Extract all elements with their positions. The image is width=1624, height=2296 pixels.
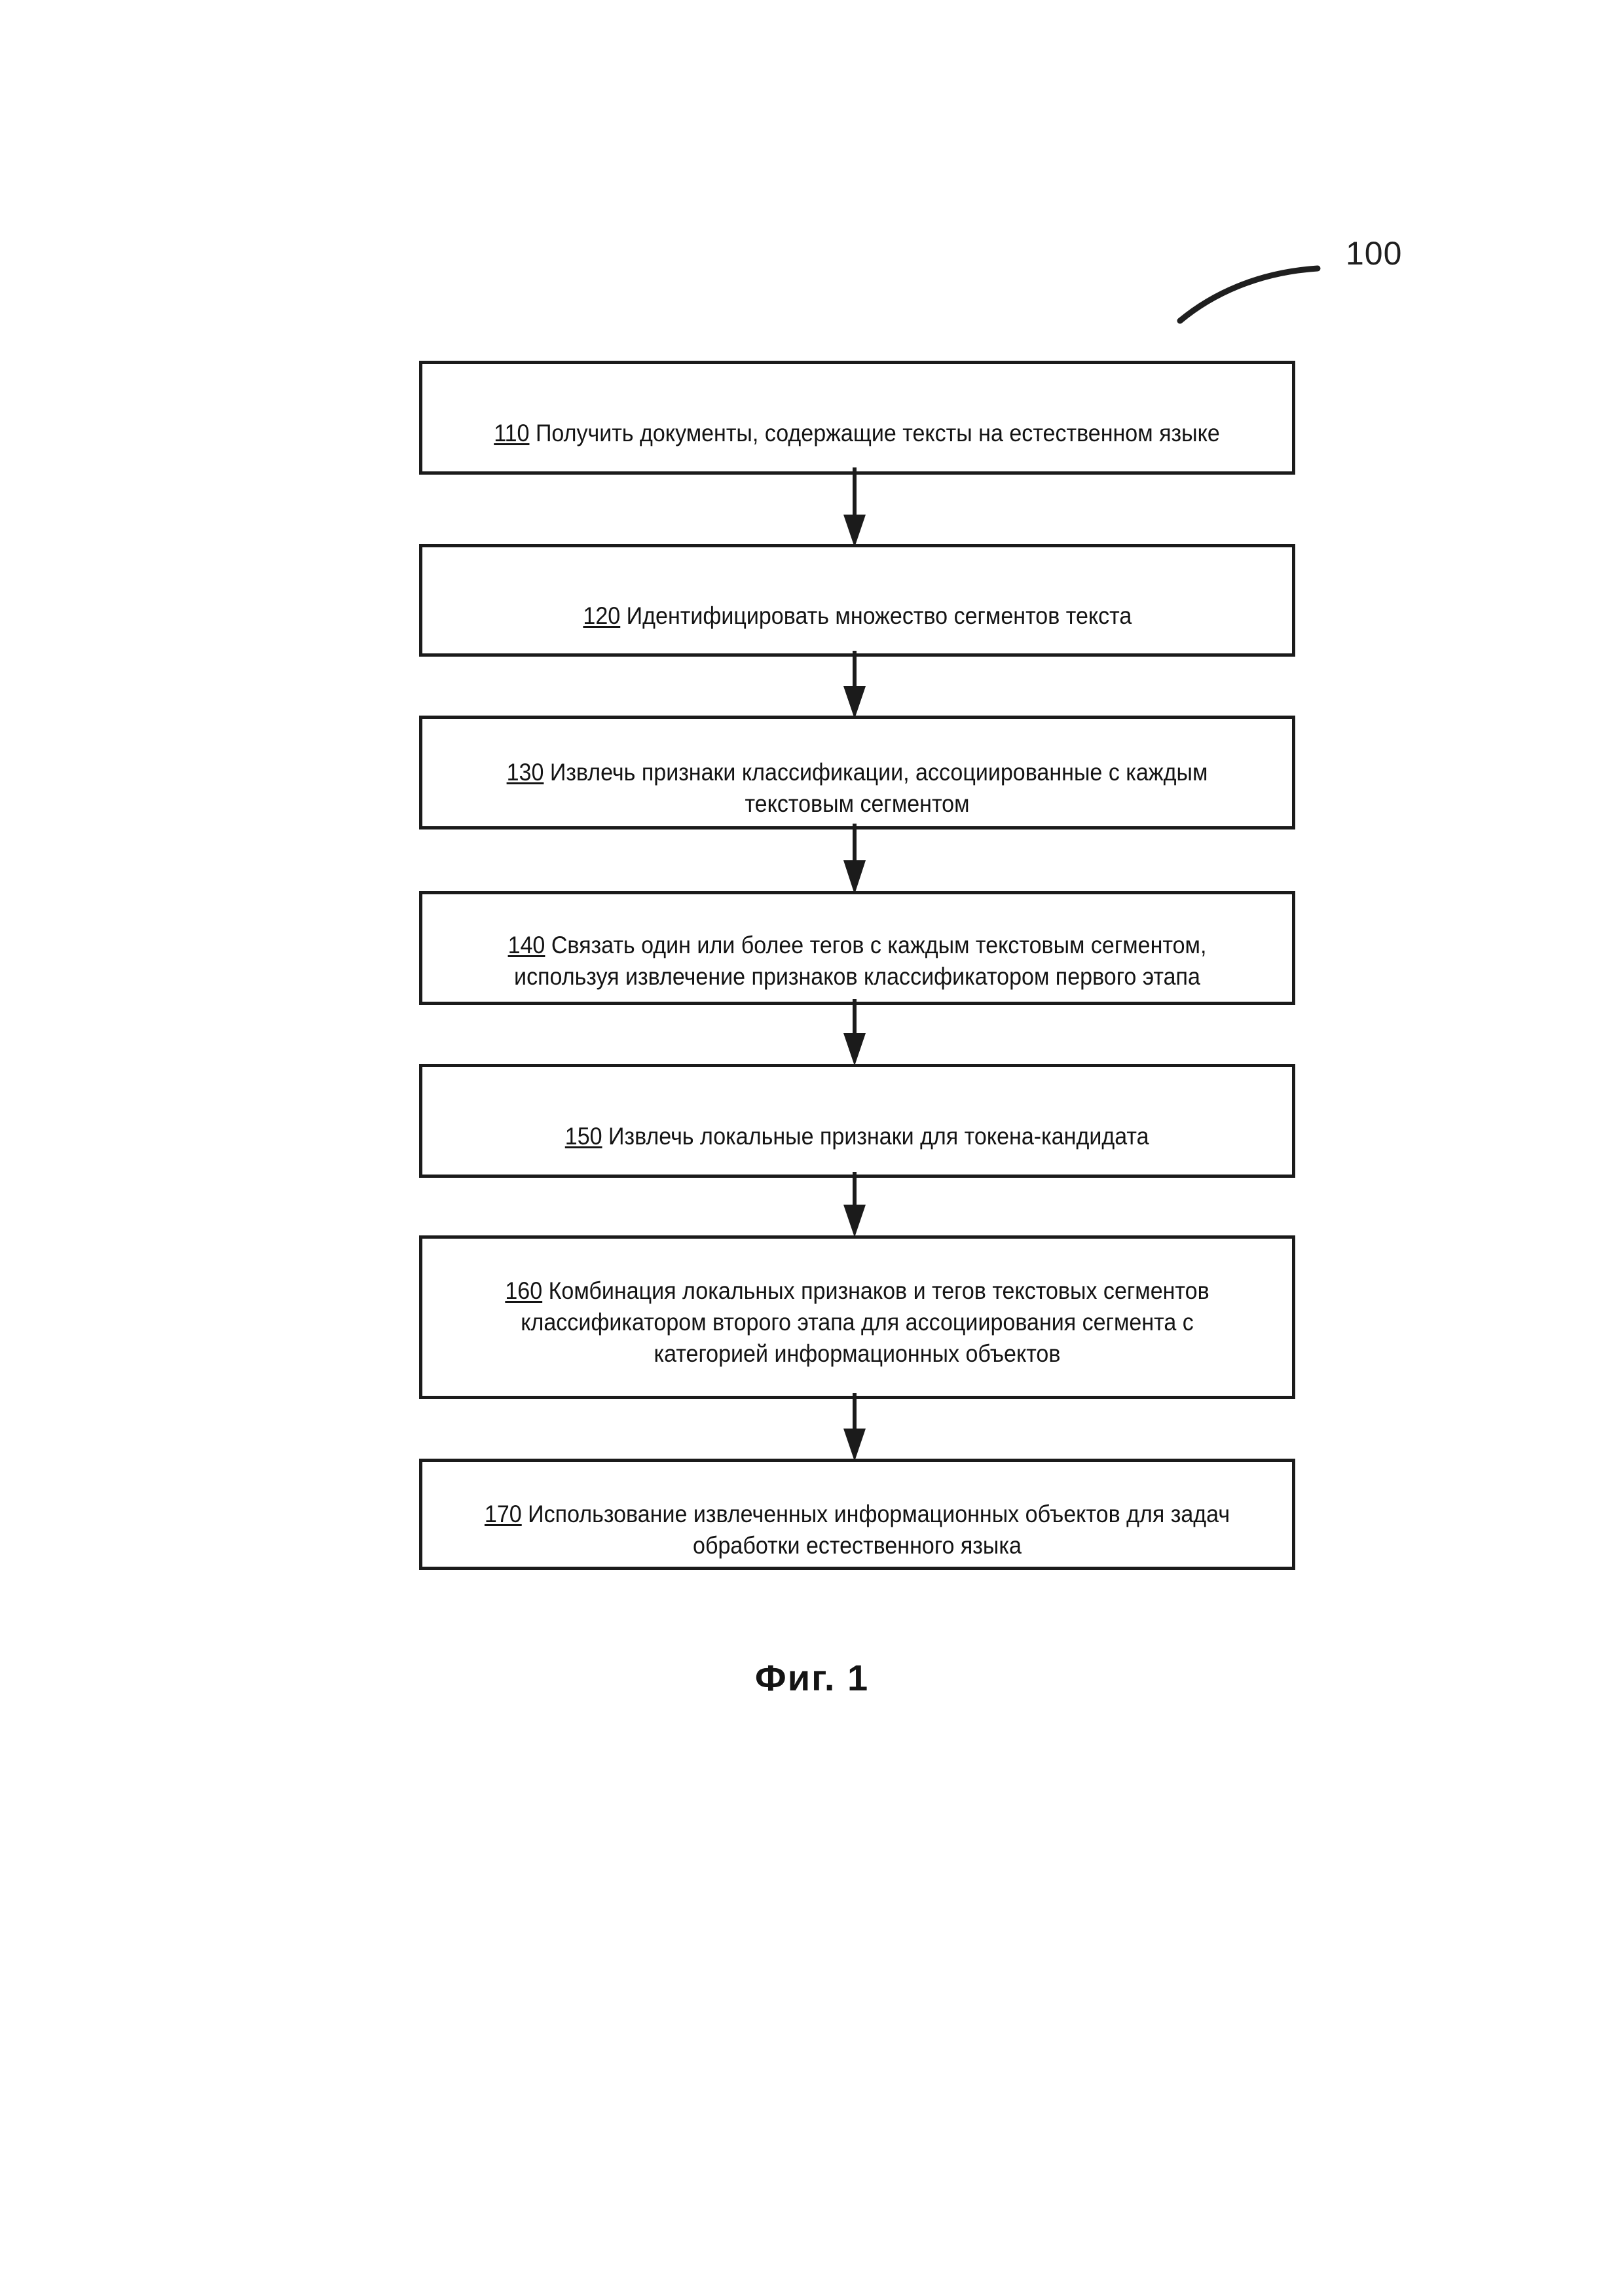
flow-step-text-150: 150 Извлечь локальные признаки для токен…	[557, 1089, 1158, 1152]
flow-step-label-160: Комбинация локальных признаков и тегов т…	[521, 1277, 1209, 1368]
connector-arrow-160-to-170	[839, 1393, 870, 1465]
figure-caption: Фиг. 1	[754, 1657, 870, 1698]
connector-arrow-140-to-150	[839, 999, 870, 1070]
flow-step-number-160: 160	[505, 1277, 543, 1305]
flow-step-number-130: 130	[506, 758, 544, 786]
flow-step-text-160: 160 Комбинация локальных признаков и тег…	[457, 1239, 1257, 1370]
flow-step-text-140: 140 Связать один или более тегов с кажды…	[457, 894, 1257, 993]
flow-step-number-110: 110	[494, 420, 530, 446]
flow-step-space	[620, 602, 626, 629]
flow-step-box-130: 130 Извлечь признаки классификации, ассо…	[419, 716, 1295, 829]
flow-step-text-110: 110 Получить документы, содержащие текст…	[486, 386, 1228, 449]
flow-step-text-130: 130 Извлечь признаки классификации, ассо…	[457, 725, 1257, 820]
flow-step-box-150: 150 Извлечь локальные признаки для токен…	[419, 1064, 1295, 1178]
flow-step-box-110: 110 Получить документы, содержащие текст…	[419, 361, 1295, 475]
flow-step-number-150: 150	[565, 1123, 602, 1150]
connector-arrow-120-to-130	[839, 651, 870, 721]
flow-step-number-120: 120	[583, 602, 620, 629]
flow-step-space	[542, 1277, 548, 1304]
flow-step-label-110: Получить документы, содержащие тексты на…	[536, 420, 1221, 446]
flow-step-box-170: 170 Использование извлеченных информацио…	[419, 1459, 1295, 1570]
flow-step-box-140: 140 Связать один или более тегов с кажды…	[419, 891, 1295, 1005]
flow-step-number-140: 140	[507, 932, 545, 959]
reference-numeral-100-label: 100	[1346, 235, 1403, 272]
flow-step-text-120: 120 Идентифицировать множество сегментов…	[574, 569, 1140, 632]
flow-step-space	[545, 932, 551, 958]
flow-step-label-140: Связать один или более тегов с каждым те…	[514, 932, 1207, 991]
flow-step-label-120: Идентифицировать множество сегментов тек…	[626, 602, 1132, 629]
flow-step-text-170: 170 Использование извлеченных информацио…	[457, 1467, 1257, 1561]
flow-step-space	[602, 1123, 608, 1150]
flow-step-box-120: 120 Идентифицировать множество сегментов…	[419, 544, 1295, 657]
connector-arrow-110-to-120	[839, 467, 870, 550]
flow-step-number-170: 170	[484, 1500, 522, 1527]
reference-numeral-100-group: 100	[1172, 223, 1434, 334]
flow-step-label-170: Использование извлеченных информационных…	[528, 1500, 1230, 1559]
flow-step-label-150: Извлечь локальные признаки для токена-ка…	[608, 1123, 1149, 1150]
flow-step-label-130: Извлечь признаки классификации, ассоциир…	[549, 758, 1208, 818]
connector-arrow-130-to-140	[839, 824, 870, 897]
connector-arrow-150-to-160	[839, 1172, 870, 1241]
flow-step-space	[544, 759, 549, 786]
leader-line-curve-icon	[1172, 223, 1342, 334]
flow-step-box-160: 160 Комбинация локальных признаков и тег…	[419, 1235, 1295, 1399]
flow-step-space	[522, 1501, 528, 1527]
